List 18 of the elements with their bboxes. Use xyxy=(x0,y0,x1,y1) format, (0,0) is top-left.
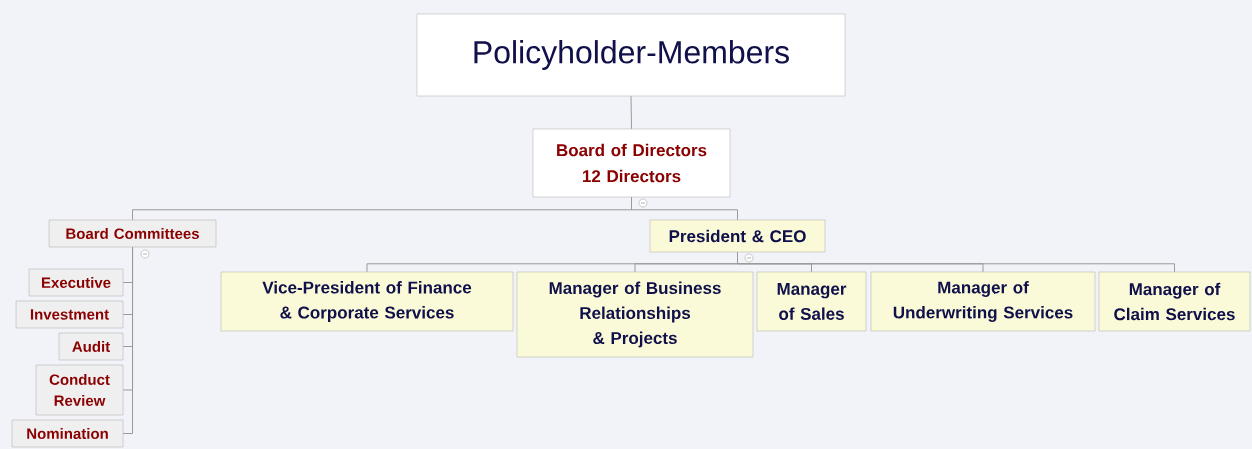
position-box: Manager of Sales xyxy=(756,271,867,332)
committee-box: Audit xyxy=(58,332,124,361)
connector xyxy=(631,196,738,221)
board-box: Board of Directors 12 Directors xyxy=(532,128,731,198)
committee-box: Nomination xyxy=(11,419,124,448)
position-box: Manager of Business Relationships & Projects xyxy=(516,271,754,358)
connector xyxy=(737,251,1175,273)
committee-box: Executive xyxy=(28,268,124,297)
committee-box: Conduct Review xyxy=(35,364,124,416)
position-box: Vice-President of Finance & Corporate Services xyxy=(220,271,514,332)
connector xyxy=(630,95,632,130)
position-box: Manager of Claim Services xyxy=(1098,271,1251,332)
position-box: Manager of Underwriting Services xyxy=(870,271,1096,332)
committee-box: Investment xyxy=(15,300,124,329)
committee-box: Board Committees xyxy=(48,219,217,248)
box-node: Policyholder-Members xyxy=(416,13,846,97)
connector xyxy=(122,246,133,434)
position-box: President & CEO xyxy=(649,219,826,253)
